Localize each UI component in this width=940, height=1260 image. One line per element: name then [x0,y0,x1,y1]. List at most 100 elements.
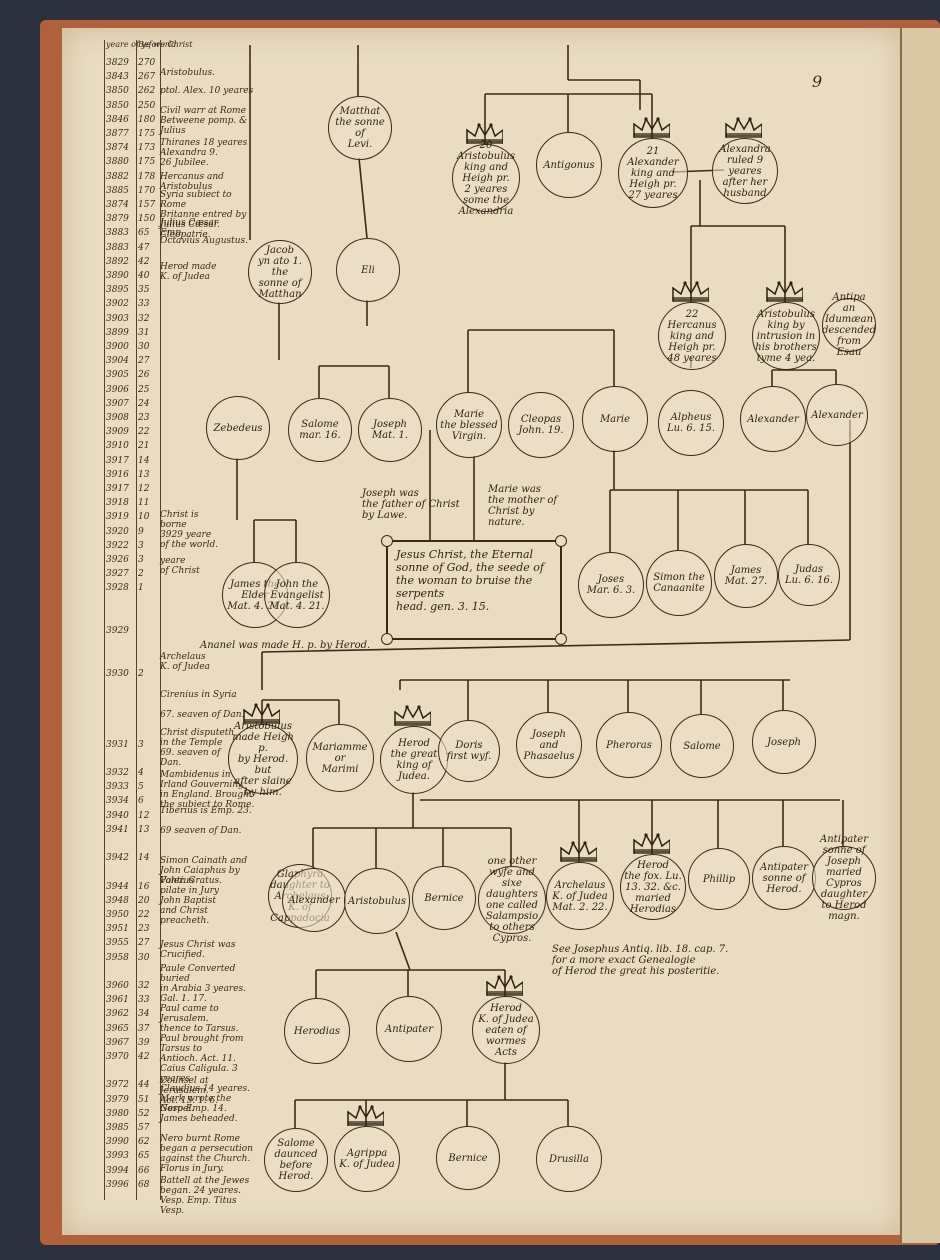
marginal-note: Marie was the mother of Christ by nature… [488,484,558,528]
christ-year: 150 [138,214,156,225]
christ-year: 11 [138,498,150,509]
person-name: Joseph and Phasaelus [523,728,575,762]
world-year: 3990 [106,1137,129,1148]
christ-year: 262 [138,86,156,97]
chronology-header: yeare of ye world [106,40,177,49]
person-john-evangelist: John the Evangelist Mat. 4. 21. [264,562,330,628]
world-year: 3892 [106,256,129,267]
frame-knot [381,535,393,547]
world-year: 3919 [106,512,129,523]
descent-line [261,639,851,653]
person-agrippa: Agrippa K. of Judea [334,1126,400,1192]
world-year: 3908 [106,413,129,423]
person-name: Alexandra ruled 9 yeares after her husba… [719,143,771,199]
christ-year: 3 [138,540,144,551]
chronology-event: Jesus Christ was Crucified. [160,940,236,960]
world-year: 3850 [106,86,129,97]
chronology-event: Mambidenus in Irland Gouverning in Engla… [160,770,255,810]
chronology-event: 69. seaven of Dan. [160,748,221,768]
person-name: Alpheus Lu. 6. 15. [666,412,716,434]
person-bernice: Bernice [412,866,476,930]
chronology-row: 3895 35 [104,283,239,302]
person-name: Bernice [424,892,464,904]
christ-year: 57 [138,1123,150,1133]
crown-icon [466,123,503,144]
world-year: 3993 [106,1151,129,1162]
person-name: Aristobulus [348,895,406,907]
christ-year: 5 [138,782,144,793]
christ-year: 22 [138,910,150,920]
christ-year: 4 [138,768,144,778]
person-name: Antipa an Idumæan descended from Esau [821,292,877,358]
person-name: Salome daunced before Herod. [274,1138,318,1182]
chronology-event: Herod made K. of Judea [160,262,217,282]
person-name: Alexander [288,894,340,906]
chronology-event: yeare of Christ [160,556,200,576]
person-aristobulus-2: Aristobulus king by intrusion in his bro… [752,302,820,370]
christ-year: 65 [138,1151,150,1162]
person-salome: Salome mar. 16. [288,398,352,462]
person-name: Antipater sonne of Joseph maried Cypros … [820,834,868,922]
person-herod-judea: Herod K. of Judea eaten of wormes Acts [472,996,540,1064]
person-name: James Mat. 27. [724,565,768,587]
chronology-event: Thiranes 18 yeares Alexandra 9. [160,138,248,158]
crown-icon [672,281,709,302]
jesus-christ-frame: Jesus Christ, the Eternal sonne of God, … [381,535,567,645]
christ-year: 35 [138,285,150,296]
jesus-christ-text: Jesus Christ, the Eternal sonne of God, … [396,548,544,613]
world-year: 3967 [106,1037,129,1048]
world-year: 3985 [106,1123,129,1133]
person-aristobulus-3: Aristobulus [344,868,410,934]
world-year: 3996 [106,1179,129,1190]
christ-year: 13 [138,469,150,480]
christ-year: 22 [138,427,150,438]
world-year: 3882 [106,171,129,182]
frame-knot [555,535,567,547]
christ-year: 270 [138,58,156,68]
christ-year: 12 [138,484,150,494]
person-name: Simon the Canaanite [653,572,705,594]
christ-year: 27 [138,356,150,367]
christ-year: 27 [138,938,150,949]
person-joseph: Joseph Mat. 1. [358,398,422,462]
person-name: Doris first wyf. [446,740,492,762]
person-name: Bernice [448,1152,488,1164]
crown-icon [633,833,670,854]
person-bernice-2: Bernice [436,1126,500,1190]
descent-line [358,157,368,239]
person-name: Herod K. of Judea eaten of wormes Acts [478,1002,534,1058]
world-year: 3948 [106,895,129,906]
person-name: Zebedeus [213,422,263,434]
chronology-row: 3993 65 [104,1149,239,1168]
person-aristobulus-king: 20 Aristobulus king and Heigh pr. 2 year… [452,140,520,217]
world-year: 3903 [106,313,129,324]
chronology-row: 3985 57 [104,1121,239,1140]
world-year: 3940 [106,810,129,821]
world-year: 3942 [106,853,129,864]
person-name: Alexander [811,409,863,421]
world-year: 3895 [106,285,129,296]
christ-year: 3 [138,555,144,565]
marginal-note: Joseph was the father of Christ by Lawe. [362,488,460,521]
world-year: 3916 [106,469,129,480]
